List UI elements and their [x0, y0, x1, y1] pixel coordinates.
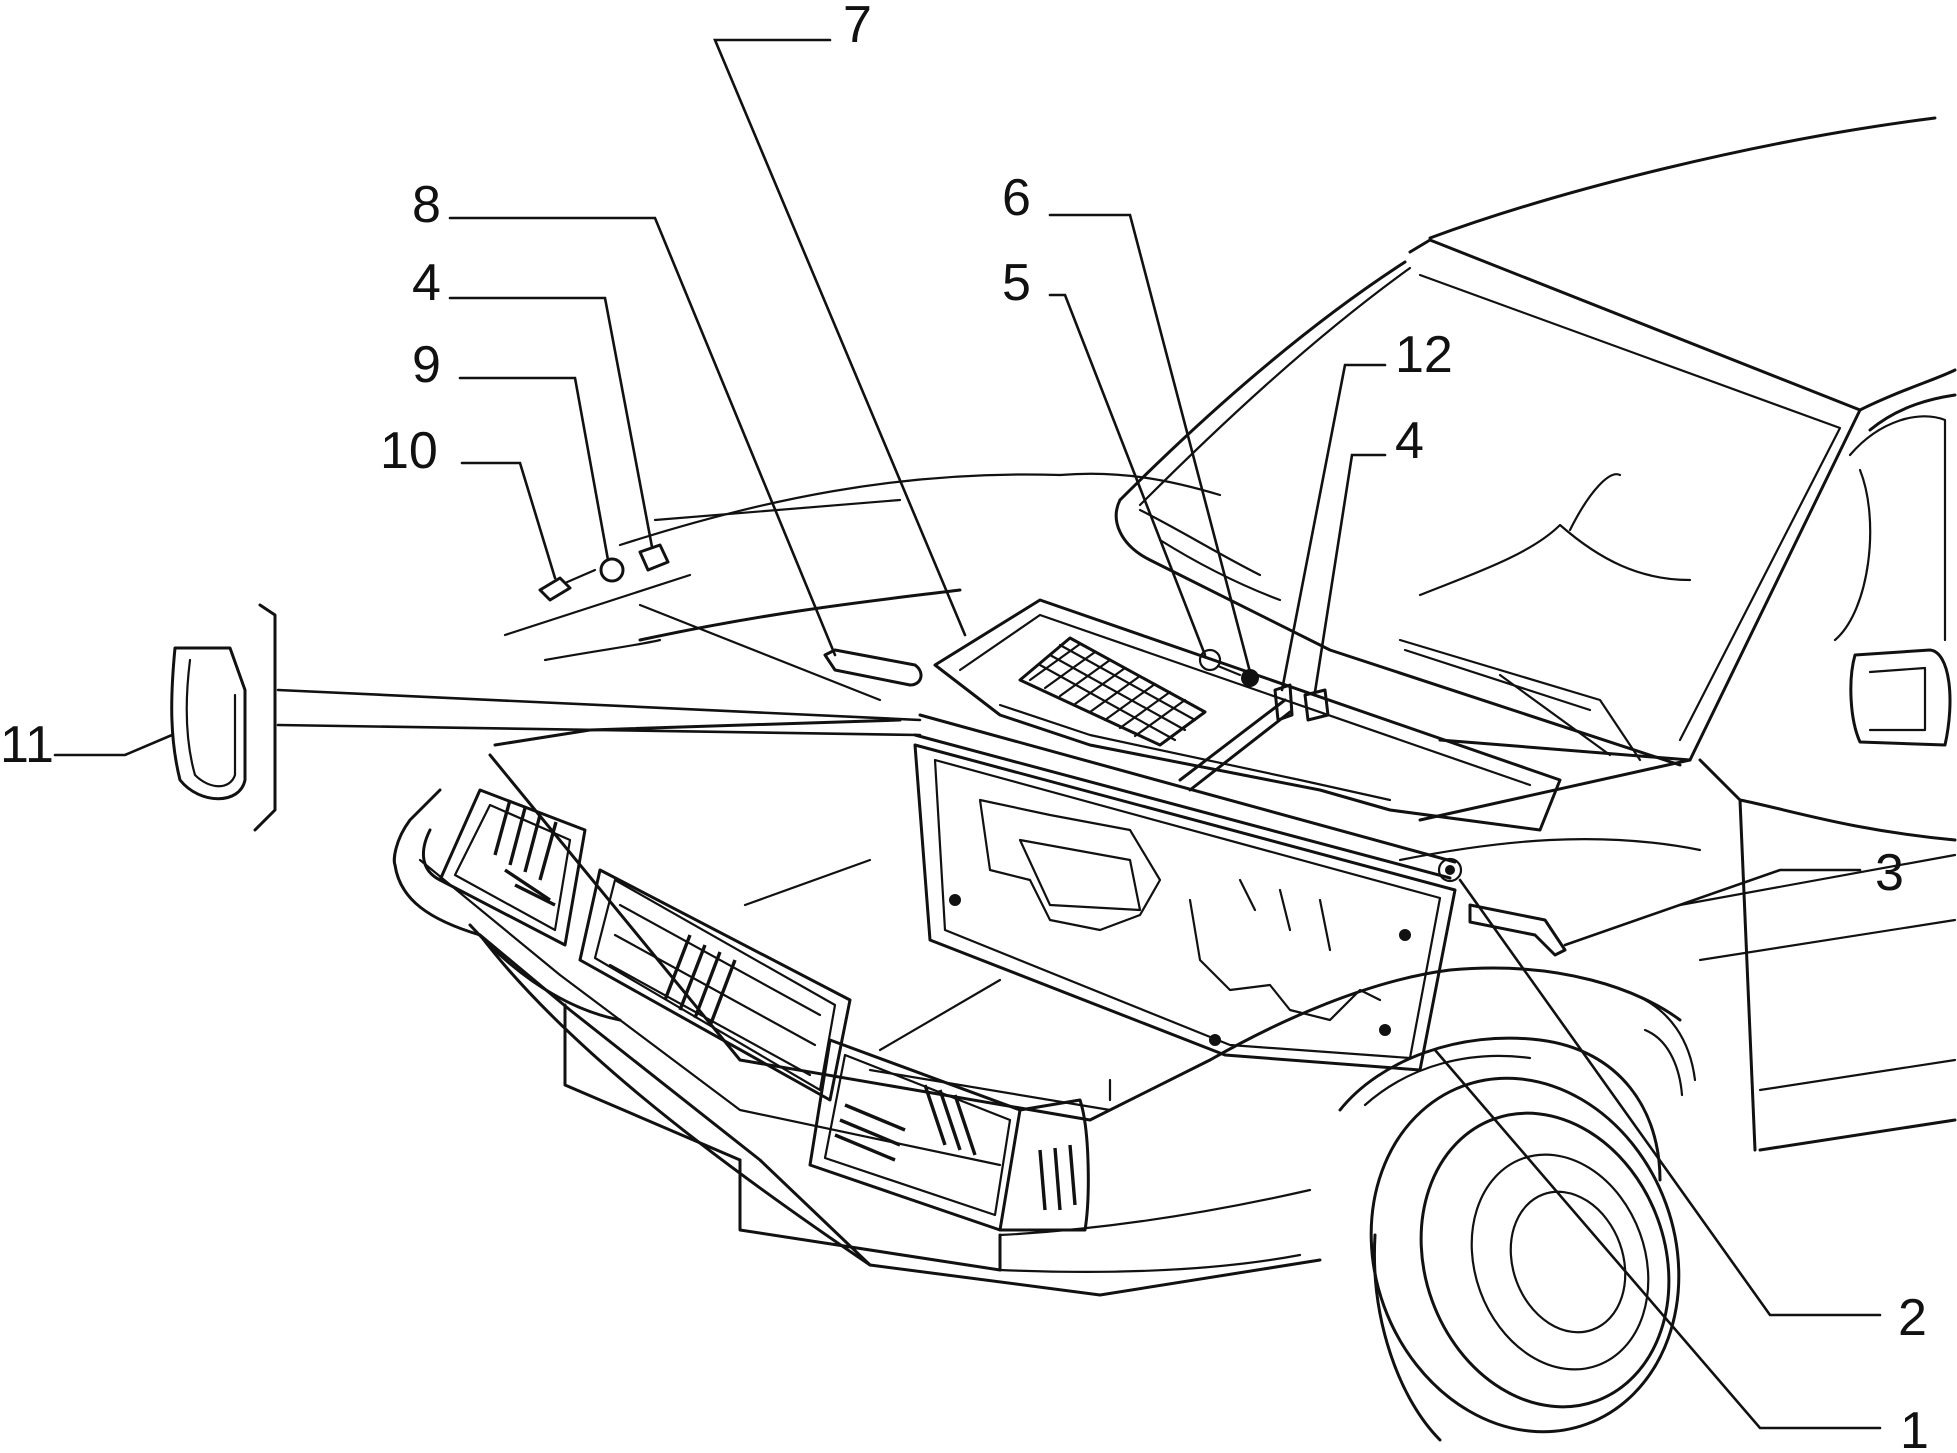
- hood-prop-rod: [1178, 683, 1294, 792]
- callout-3: 3: [1875, 844, 1904, 902]
- callout-2: 2: [1898, 1289, 1927, 1347]
- callout-10: 10: [380, 422, 438, 480]
- vent-grid: [1018, 636, 1207, 747]
- callout-4: 4: [412, 254, 441, 312]
- callout-11: 11: [0, 716, 54, 774]
- callout-1: 1: [1900, 1402, 1929, 1453]
- callout-6: 6: [1002, 169, 1031, 227]
- leader-lines: [53, 38, 1882, 1430]
- hood-insulation-panel: [913, 743, 1457, 1072]
- callout-4-right: 4: [1395, 412, 1424, 470]
- upper-insulation-tray: [933, 598, 1562, 832]
- screw-and-washer: [1198, 648, 1259, 687]
- hood-seal-strip: [913, 713, 1463, 883]
- callout-7: 7: [843, 0, 872, 54]
- insulation-cap: [170, 603, 277, 832]
- callout-5: 5: [1002, 254, 1031, 312]
- callout-9: 9: [412, 336, 441, 394]
- hood-clip: [823, 648, 923, 687]
- callout-12: 12: [1395, 326, 1453, 384]
- clip-part: [1468, 903, 1567, 957]
- bracket-right: [1303, 688, 1330, 722]
- callout-8: 8: [412, 176, 441, 234]
- small-hardware-set: [503, 543, 882, 702]
